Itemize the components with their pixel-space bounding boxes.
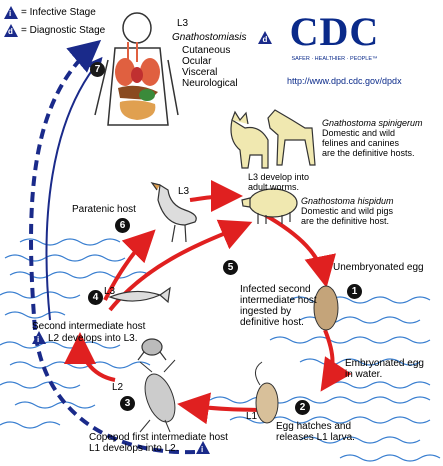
spinigerum-desc-2: felines and canines xyxy=(322,138,400,148)
step1-label: Unembryonated egg xyxy=(333,262,424,273)
form-neurological: Neurological xyxy=(182,78,238,89)
step6-l3: L3 xyxy=(178,186,190,197)
step3-l2: L2 xyxy=(112,382,124,393)
step6-number: 6 xyxy=(115,218,130,233)
infective-stage-icon xyxy=(4,6,18,19)
step3-infective-icon: i xyxy=(196,441,210,454)
svg-text:i: i xyxy=(37,335,39,344)
cdc-logo-text: CDC xyxy=(289,9,380,54)
hatching-egg-illustration xyxy=(255,361,279,424)
fish-illustration xyxy=(108,286,171,304)
diagnostic-marker: d xyxy=(8,27,13,36)
step4-l3: L3 xyxy=(104,286,116,297)
step6-label: Paratenic host xyxy=(72,204,136,215)
infective-label: = Infective Stage xyxy=(21,7,96,18)
step2-number: 2 xyxy=(295,400,310,415)
step5-label-2: intermediate host xyxy=(240,295,317,306)
step5-number: 5 xyxy=(223,260,238,275)
bird-illustration xyxy=(150,182,197,243)
cat-dog-illustration xyxy=(230,109,316,169)
spinigerum-desc-3: are the definitive hosts. xyxy=(322,148,415,158)
infective-marker: i xyxy=(9,9,12,18)
step2-label-2: releases L1 larva. xyxy=(276,432,355,443)
svg-text:i: i xyxy=(201,445,203,454)
spinigerum-name: Gnathostoma spinigerum xyxy=(322,118,423,128)
hispidum-desc-2: are the definitive host. xyxy=(301,216,390,226)
l1-label: L1 xyxy=(246,411,258,422)
copepod-illustration xyxy=(139,359,176,433)
diagnostic-label: = Diagnostic Stage xyxy=(21,25,106,36)
frog-illustration xyxy=(137,338,167,361)
human-body-illustration xyxy=(94,12,179,126)
diagnostic-stage-icon xyxy=(4,24,18,37)
svg-text:d: d xyxy=(263,35,268,44)
pig-illustration xyxy=(241,188,298,224)
step4-number: 4 xyxy=(88,290,103,305)
form-ocular: Ocular xyxy=(182,56,212,67)
disease-diagnostic-icon: d xyxy=(258,31,272,44)
embryonated-1: Embryonated egg xyxy=(345,358,424,369)
hispidum-desc-1: Domestic and wild pigs xyxy=(301,206,394,216)
l3-adult-2: adult worms. xyxy=(248,182,300,192)
step4-infective-icon: i xyxy=(32,331,46,344)
step4-label: Second intermediate host xyxy=(32,321,146,332)
step4-sub: L2 develops into L3. xyxy=(48,333,138,344)
spinigerum-desc-1: Domestic and wild xyxy=(322,128,396,138)
cdc-logo: CDC SAFER · HEALTHIER · PEOPLE™ xyxy=(287,10,382,70)
embryonated-2: in water. xyxy=(345,369,383,380)
step3-label-2: L1 develops into L2. xyxy=(89,443,179,454)
hispidum-name: Gnathostoma hispidum xyxy=(301,196,394,206)
step2-label-1: Egg hatches and xyxy=(276,421,352,432)
step3-number: 3 xyxy=(120,396,135,411)
disease-name: Gnathostomiasis xyxy=(172,32,247,43)
human-stage-l3: L3 xyxy=(177,18,189,29)
unembryonated-egg-illustration xyxy=(313,285,339,331)
step1-number: 1 xyxy=(347,284,362,299)
l3-adult-1: L3 develop into xyxy=(248,172,310,182)
form-cutaneous: Cutaneous xyxy=(182,45,231,56)
cdc-logo-tagline: SAFER · HEALTHIER · PEOPLE™ xyxy=(291,56,378,62)
step5-label-1: Infected second xyxy=(240,284,311,295)
step5-label-3: ingested by xyxy=(240,306,292,317)
blue-dashed-arrow-return xyxy=(29,39,196,455)
blue-solid-arrow-human xyxy=(45,56,103,321)
step7-number: 7 xyxy=(90,62,105,77)
step5-label-4: definitive host. xyxy=(240,317,304,328)
form-visceral: Visceral xyxy=(182,67,218,78)
cdc-url: http://www.dpd.cdc.gov/dpdx xyxy=(287,76,402,86)
step3-label-1: Copepod first intermediate host xyxy=(89,432,228,443)
